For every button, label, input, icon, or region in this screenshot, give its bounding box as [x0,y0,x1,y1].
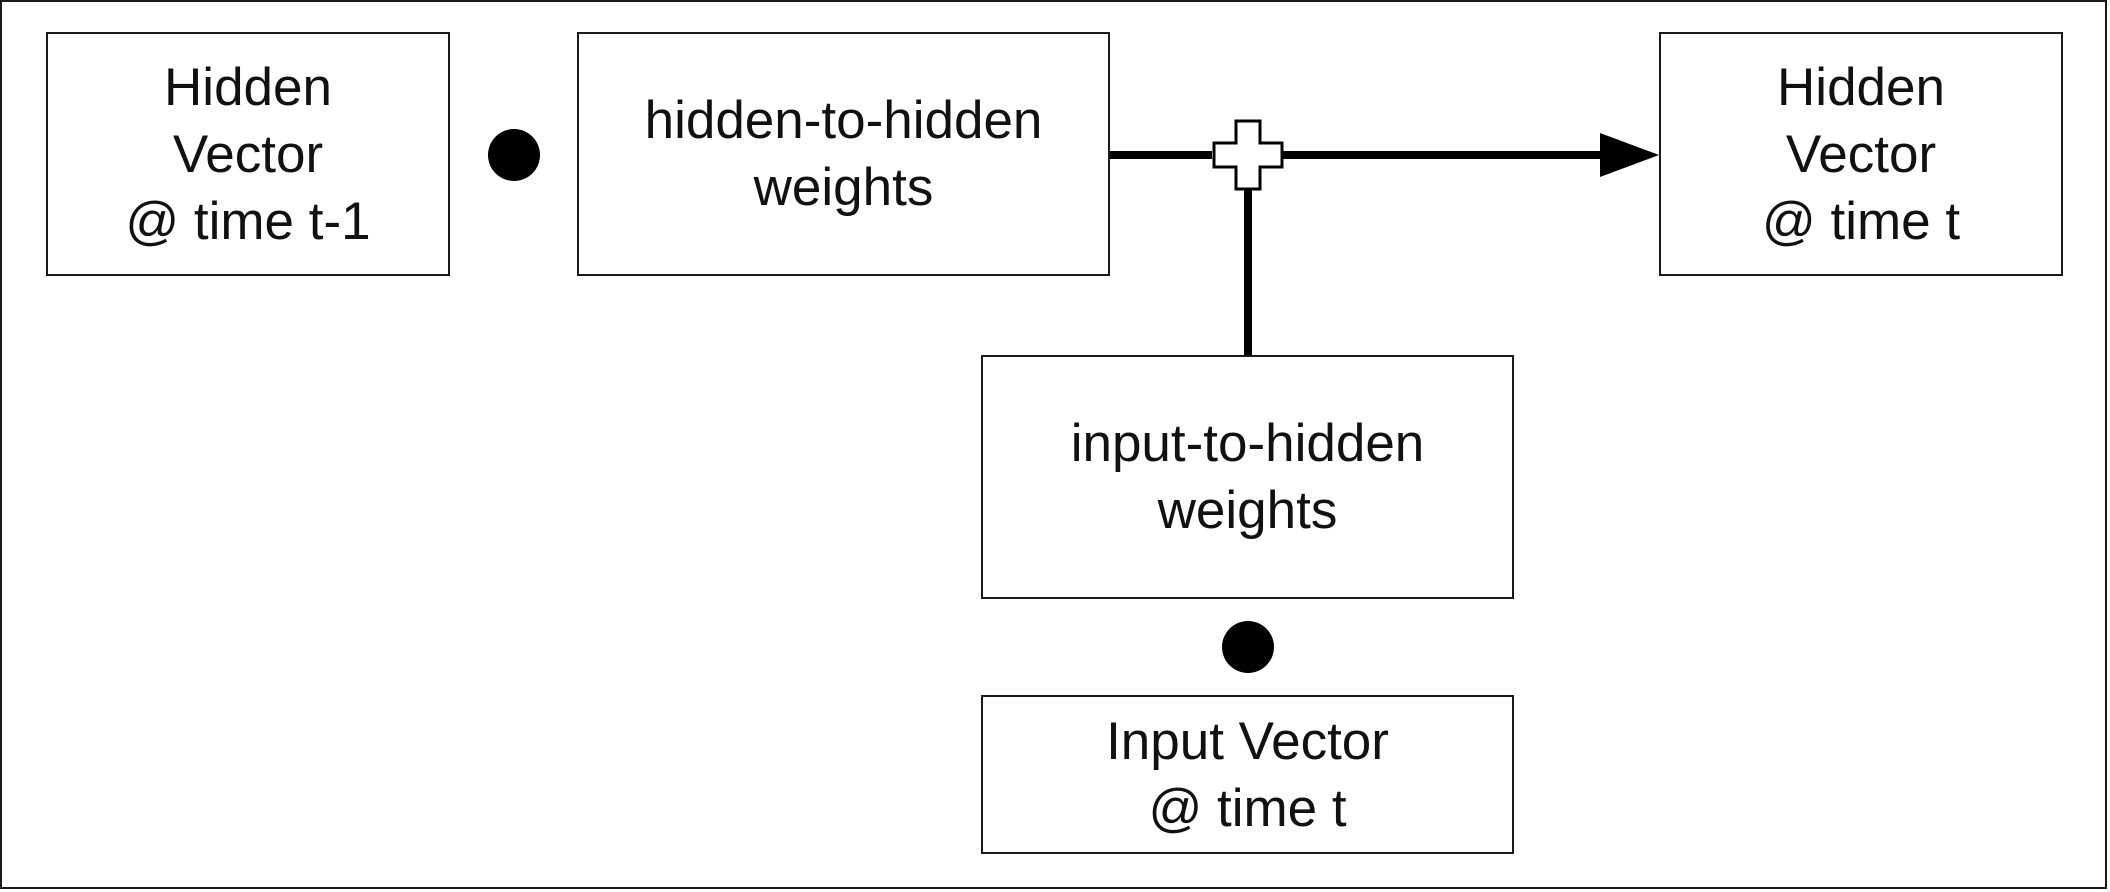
box-label-line: hidden-to-hidden [644,91,1043,150]
box-label-line: Vector [172,124,324,184]
box-label-line: @ time t [1148,778,1347,838]
input-to-hidden-weights-box: input-to-hidden weights [981,355,1514,599]
dot-product-icon [488,129,540,181]
dot-product-icon [1222,621,1274,673]
box-label-line: weights [753,158,934,217]
arrowhead-icon [1600,133,1659,177]
box-label-line: Hidden [1777,57,1945,117]
hidden-vector-prev-box: Hidden Vector @ time t-1 [46,32,450,276]
hidden-to-hidden-weights-box: hidden-to-hidden weights [577,32,1110,276]
box-label-line: Hidden [164,57,332,117]
box-label-line: Vector [1785,124,1937,184]
plus-icon [1212,119,1284,191]
box-label-line: weights [1157,481,1338,540]
box-label-line: @ time t-1 [125,191,371,251]
box-label-line: @ time t [1761,191,1961,251]
input-vector-box: Input Vector @ time t [981,695,1514,854]
box-label-line: Input Vector [1106,711,1389,771]
box-label-line: input-to-hidden [1070,414,1425,473]
hidden-vector-current-box: Hidden Vector @ time t [1659,32,2063,276]
